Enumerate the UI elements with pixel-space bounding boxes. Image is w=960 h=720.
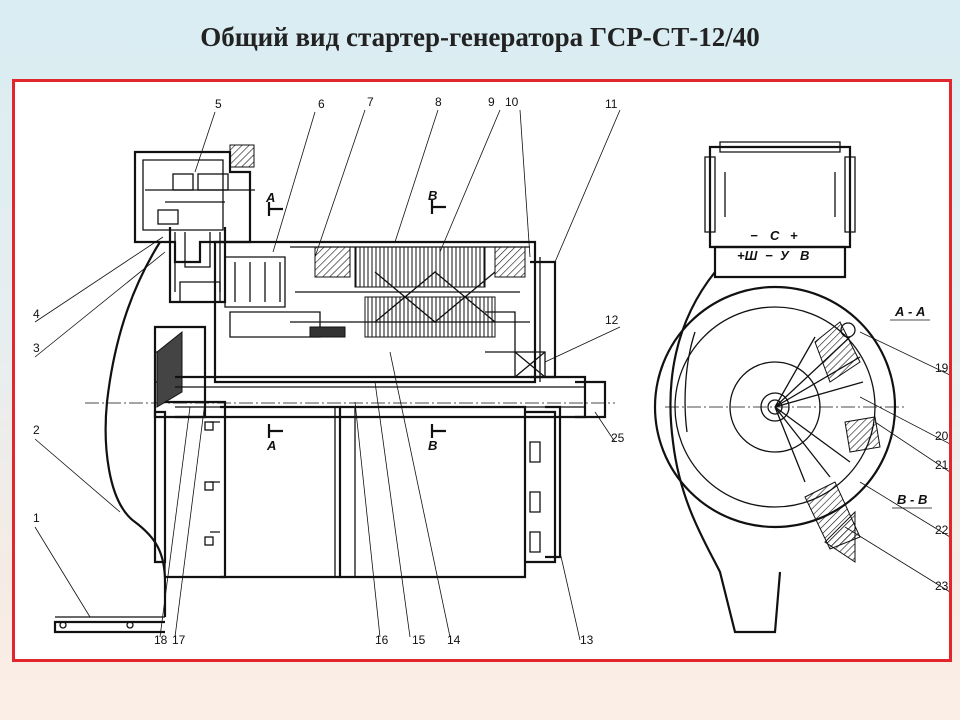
drawing-frame: А А В В <box>12 79 952 662</box>
callout-18: 18 <box>154 633 168 647</box>
end-view: − С + +Ш − У В А - А В - В <box>653 141 949 634</box>
callout-11: 11 <box>605 97 618 111</box>
section-view-aa: А - А <box>894 304 925 319</box>
callout-25: 25 <box>611 431 625 445</box>
callout-19: 19 <box>935 361 949 375</box>
terminal-label-b: В <box>800 248 809 263</box>
section-view-bb: В - В <box>897 492 927 507</box>
callout-4: 4 <box>33 307 40 321</box>
callout-3: 3 <box>33 341 40 355</box>
section-mark-b-top: В <box>428 188 437 203</box>
callout-20: 20 <box>935 429 949 443</box>
callout-13: 13 <box>580 633 594 647</box>
callout-21: 21 <box>935 458 949 472</box>
callout-numbers: 1 2 3 4 5 6 7 8 9 10 11 12 13 14 15 16 1… <box>33 95 949 647</box>
callout-14: 14 <box>447 633 461 647</box>
callout-23: 23 <box>935 579 949 593</box>
side-view: А А В В <box>34 109 621 641</box>
callout-6: 6 <box>318 97 325 111</box>
callout-17: 17 <box>172 633 186 647</box>
slide-title: Общий вид стартер-генератора ГСР-СТ-12/4… <box>200 22 760 52</box>
callout-7: 7 <box>367 95 374 109</box>
callout-5: 5 <box>215 97 222 111</box>
callout-22: 22 <box>935 523 949 537</box>
section-mark-a-top: А <box>265 190 275 205</box>
terminal-label-dash: − <box>765 248 773 263</box>
section-mark-b-bottom: В <box>428 438 437 453</box>
callout-12: 12 <box>605 313 619 327</box>
terminal-label-plus-sh: +Ш <box>737 248 758 263</box>
callout-15: 15 <box>412 633 426 647</box>
terminal-label-c: С <box>770 228 780 243</box>
callout-1: 1 <box>33 511 40 525</box>
callout-8: 8 <box>435 95 442 109</box>
callout-9: 9 <box>488 95 495 109</box>
section-mark-a-bottom: А <box>266 438 276 453</box>
callout-10: 10 <box>505 95 519 109</box>
terminal-label-plus: + <box>790 228 798 243</box>
terminal-label-minus: − <box>750 228 758 243</box>
callout-2: 2 <box>33 423 40 437</box>
callout-16: 16 <box>375 633 389 647</box>
leader-lines <box>34 109 621 641</box>
technical-drawing: А А В В <box>33 95 949 647</box>
terminal-label-u: У <box>780 248 790 263</box>
